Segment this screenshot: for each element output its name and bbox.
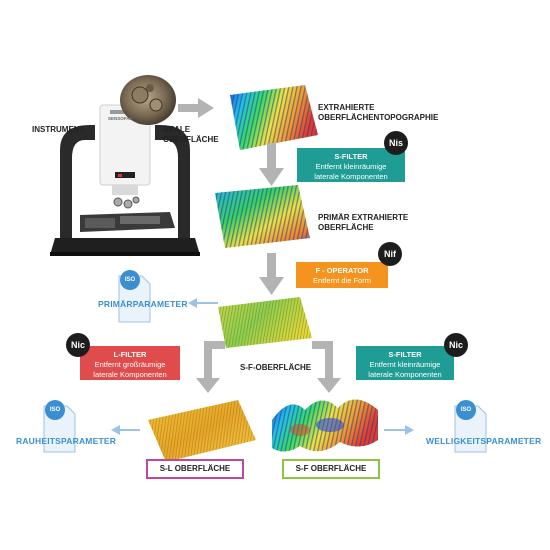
s-filter-1-line2: laterale Komponenten xyxy=(314,172,388,181)
iso-badge-primaer: ISO xyxy=(120,270,140,290)
surface-primary-extracted xyxy=(215,185,310,248)
surface-extracted-topography xyxy=(230,85,318,150)
s-filter-1-title: S-FILTER xyxy=(334,152,368,161)
microscope-instrument xyxy=(50,104,200,256)
label-extrahierte: EXTRAHIERTE OBERFLÄCHENTOPOGRAPHIE xyxy=(318,103,438,123)
label-primaerparameter: PRIMÄRPARAMETER xyxy=(98,299,188,309)
iso-badge-welligkeit: ISO xyxy=(456,400,476,420)
l-filter-title: L-FILTER xyxy=(113,350,147,359)
badge-nis: Nis xyxy=(384,131,408,155)
label-extrahierte-line1: EXTRAHIERTE xyxy=(318,103,375,112)
real-surface-sample xyxy=(120,75,176,125)
label-sf-oberflaeche: S-F-OBERFLÄCHE xyxy=(240,363,312,372)
s-filter-box-2: S-FILTER Entfernt kleinräumige laterale … xyxy=(356,346,454,380)
sf-surface-label: S-F OBERFLÄCHE xyxy=(282,459,380,479)
sl-surface-label: S-L OBERFLÄCHE xyxy=(146,459,244,479)
iso-badge-rauheit: ISO xyxy=(45,400,65,420)
surface-sl xyxy=(148,400,256,462)
l-filter-line2: laterale Komponenten xyxy=(93,370,167,379)
s-filter-2-title: S-FILTER xyxy=(388,350,422,359)
label-primaer-line1: PRIMÄR EXTRAHIERTE xyxy=(318,213,409,222)
s-filter-2-line1: Entfernt kleinräumige xyxy=(369,360,441,369)
label-reale-line1: REALE xyxy=(163,125,191,134)
label-reale-oberflaeche: REALE OBERFLÄCHE xyxy=(163,125,219,145)
f-operator-line1: Entfernt die Form xyxy=(313,276,371,285)
l-filter-box: L-FILTER Entfernt großräumige laterale K… xyxy=(80,346,180,380)
label-primaer-extrahiert: PRIMÄR EXTRAHIERTE OBERFLÄCHE xyxy=(318,213,408,233)
f-operator-title: F - OPERATOR xyxy=(315,266,369,275)
arrow-to-primaerparameter xyxy=(188,298,218,308)
badge-nic-left: Nic xyxy=(66,333,90,357)
s-filter-2-line2: laterale Komponenten xyxy=(368,370,442,379)
badge-nic-right: Nic xyxy=(444,333,468,357)
arrow-down-1 xyxy=(259,143,284,186)
arrow-down-2 xyxy=(259,253,284,295)
l-filter-line1: Entfernt großräumige xyxy=(94,360,166,369)
surface-sf xyxy=(218,297,312,348)
surface-sf-waviness xyxy=(272,399,378,452)
arrow-to-welligkeit xyxy=(384,425,414,435)
label-extrahierte-line2: OBERFLÄCHENTOPOGRAPHIE xyxy=(318,113,439,122)
badge-nif: Nif xyxy=(378,242,402,266)
label-welligkeitsparameter: WELLIGKEITSPARAMETER xyxy=(426,436,542,446)
label-rauheitsparameter: RAUHEITSPARAMETER xyxy=(16,436,117,446)
label-primaer-line2: OBERFLÄCHE xyxy=(318,223,374,232)
s-filter-1-line1: Entfernt kleinräumige xyxy=(315,162,387,171)
arrow-to-rauheit xyxy=(111,425,140,435)
instrument-brand: SENSOFAR xyxy=(108,116,133,121)
arrow-split-left xyxy=(196,341,225,393)
s-filter-box-1: S-FILTER Entfernt kleinräumige laterale … xyxy=(297,148,405,182)
label-instrument: INSTRUMENT xyxy=(32,125,85,134)
arrow-split-right xyxy=(312,341,341,393)
f-operator-box: F - OPERATOR Entfernt die Form xyxy=(296,262,388,288)
arrow-to-extracted xyxy=(178,98,214,118)
label-reale-line2: OBERFLÄCHE xyxy=(163,135,219,144)
